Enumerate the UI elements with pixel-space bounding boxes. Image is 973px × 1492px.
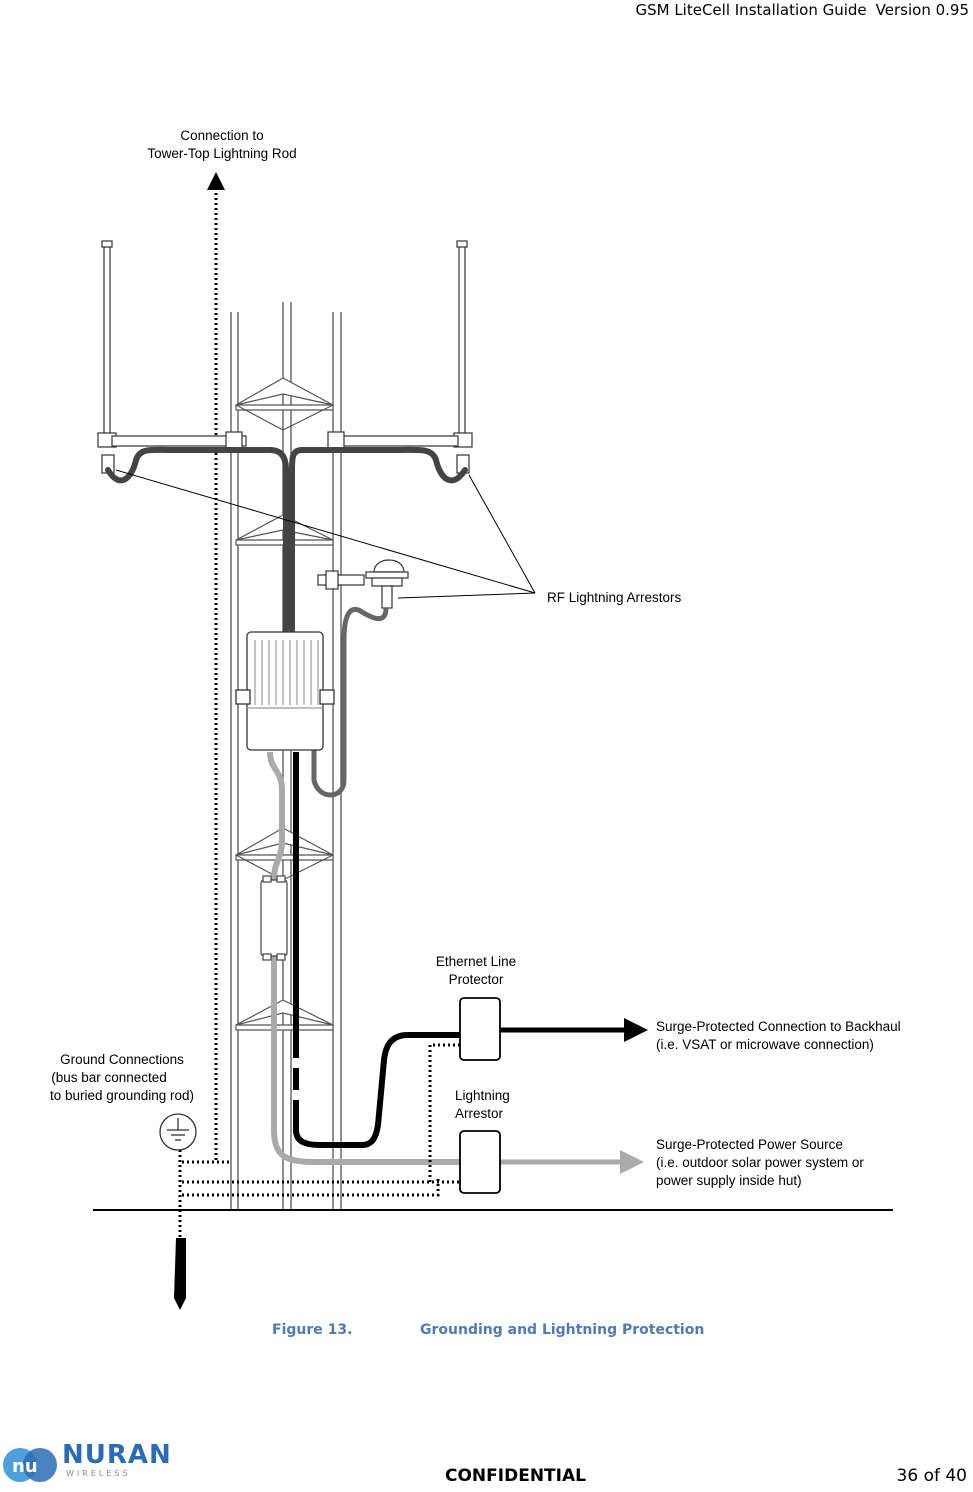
header-title: GSM LiteCell Installation Guide (635, 1, 867, 19)
callout-lines (115, 469, 536, 599)
radio-unit (235, 631, 335, 751)
mounting-arms (111, 431, 459, 451)
ground-symbol (159, 1113, 197, 1151)
ethernet-protector-box (459, 997, 501, 1061)
ground-connections-label-line1: Ground Connections (60, 1052, 184, 1067)
power-arrow (620, 1150, 644, 1174)
lightning-rod-label: Connection to Tower-Top Lightning Rod (134, 127, 310, 163)
ethernet-protector-label-line1: Ethernet Line (435, 954, 517, 969)
backhaul-label-line1: Surge-Protected Connection to Backhaul (656, 1019, 901, 1034)
page-number: 36 of 40 (896, 1466, 967, 1486)
power-cable (267, 751, 460, 1165)
gps-unit (317, 559, 409, 609)
lightning-arrestor-label-line2: Arrestor (455, 1106, 504, 1121)
lightning-arrestor-box (459, 1130, 501, 1194)
figure-number: Figure 13. (272, 1322, 353, 1338)
company-logo: nu NURAN WIRELESS (0, 1440, 171, 1487)
ethernet-protector-label: Ethernet Line Protector (424, 953, 528, 989)
power-source-label-line1: Surge-Protected Power Source (656, 1137, 843, 1152)
lightning-arrestor-label-line1: Lightning (455, 1088, 510, 1103)
svg-text:nu: nu (12, 1456, 38, 1477)
lightning-rod-label-line1: Connection to (180, 128, 264, 143)
ethernet-protector-label-line2: Protector (448, 972, 504, 987)
ground-wires (178, 1043, 460, 1300)
figure-caption: Figure 13. Grounding and Lightning Prote… (272, 1322, 704, 1338)
power-source-label-line2: (i.e. outdoor solar power system or (656, 1155, 864, 1170)
tower-braces (235, 377, 334, 1031)
power-source-label-line3: power supply inside hut) (656, 1173, 802, 1188)
figure-title: Grounding and Lightning Protection (420, 1322, 705, 1338)
backhaul-label-line2: (i.e. VSAT or microwave connection) (656, 1037, 874, 1052)
tower (230, 302, 342, 1210)
ground-connections-label: Ground Connections (bus bar connected to… (30, 1051, 214, 1105)
backhaul-label: Surge-Protected Connection to Backhaul (… (656, 1018, 901, 1054)
ground-connections-label-line2: (bus bar connected (51, 1070, 167, 1085)
logo-mark-icon: nu (3, 1448, 57, 1482)
power-source-label: Surge-Protected Power Source (i.e. outdo… (656, 1136, 864, 1190)
logo-text: NURAN (62, 1440, 172, 1470)
power-protector (260, 875, 288, 961)
antenna-cables (105, 446, 468, 633)
grounding-rod (174, 1238, 186, 1310)
grounding-diagram (93, 172, 893, 1310)
logo-subtext: WIRELESS (66, 1469, 131, 1478)
lightning-rod-arrow (207, 172, 225, 190)
lightning-arrestor-label: Lightning Arrestor (455, 1087, 510, 1123)
rf-arrestors-label: RF Lightning Arrestors (547, 590, 682, 605)
ethernet-cable-lower (293, 1020, 460, 1148)
page-header: GSM LiteCell Installation Guide Version 0… (635, 0, 969, 20)
gps-cable (311, 606, 389, 798)
header-version: Version 0.95 (875, 1, 969, 19)
backhaul-arrow (624, 1018, 648, 1042)
ground-connections-label-line3: to buried grounding rod) (49, 1088, 195, 1103)
confidential-label: CONFIDENTIAL (445, 1466, 586, 1486)
lightning-rod-label-line2: Tower-Top Lightning Rod (147, 146, 297, 161)
